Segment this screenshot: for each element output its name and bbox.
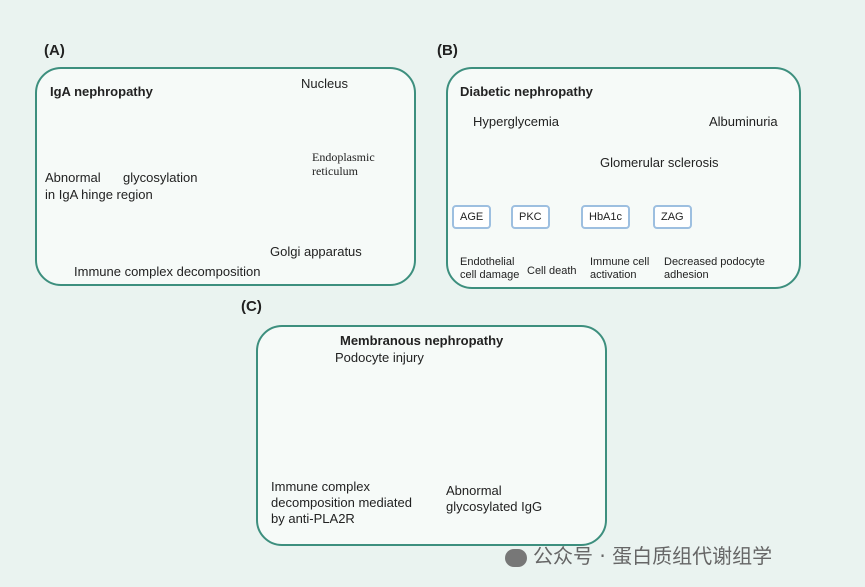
panel-c-letter: (C) [241, 298, 262, 315]
panel-b-title: Diabetic nephropathy [460, 84, 593, 99]
anti-pla2r-label: by anti-PLA2R [271, 511, 355, 526]
marker-hba1c: HbA1c [581, 205, 631, 229]
golgi-label: Golgi apparatus [270, 244, 362, 259]
immune-complex-c-label: Immune complex [271, 479, 370, 494]
er-label: Endoplasmic reticulum [312, 150, 375, 178]
outcome-endothelial: Endothelial [460, 256, 515, 268]
outcome-decreased-podocyte: Decreased podocyte [664, 256, 765, 268]
marker-zag: ZAG [653, 205, 692, 229]
outcome-immune-cell: Immune cell [590, 256, 650, 268]
panel-b [446, 67, 801, 289]
panel-a-title: IgA nephropathy [50, 84, 153, 99]
glycosylated-igg-label: glycosylated IgG [446, 499, 543, 514]
outcome-cell-damage: cell damage [460, 269, 520, 281]
wechat-icon [505, 548, 527, 567]
panel-a [35, 67, 416, 286]
outcome-activation: activation [590, 269, 637, 281]
panel-b-letter: (B) [437, 42, 458, 59]
glomerular-sclerosis-label: Glomerular sclerosis [600, 155, 719, 170]
abnormal-label: Abnormal [45, 170, 101, 185]
outcome-adhesion: adhesion [664, 269, 709, 281]
hinge-region-label: in IgA hinge region [45, 187, 153, 202]
watermark-text: 公众号 · 蛋白质组代谢组学 [533, 544, 773, 568]
marker-age: AGE [452, 205, 492, 229]
podocyte-injury-label: Podocyte injury [335, 350, 424, 365]
watermark: 公众号 · 蛋白质组代谢组学 [505, 540, 772, 569]
abnormal-c-label: Abnormal [446, 483, 502, 498]
panel-a-letter: (A) [44, 42, 65, 59]
panel-c [256, 325, 607, 546]
albuminuria-label: Albuminuria [709, 114, 778, 129]
marker-pkc: PKC [511, 205, 550, 229]
decomposition-mediated-label: decomposition mediated [271, 495, 412, 510]
nucleus-label: Nucleus [301, 76, 348, 91]
outcome-cell-death: Cell death [527, 265, 577, 277]
immune-complex-label: Immune complex decomposition [74, 264, 261, 279]
panel-c-title: Membranous nephropathy [340, 333, 504, 348]
hyperglycemia-label: Hyperglycemia [473, 114, 559, 129]
glycosylation-label: glycosylation [123, 170, 198, 185]
